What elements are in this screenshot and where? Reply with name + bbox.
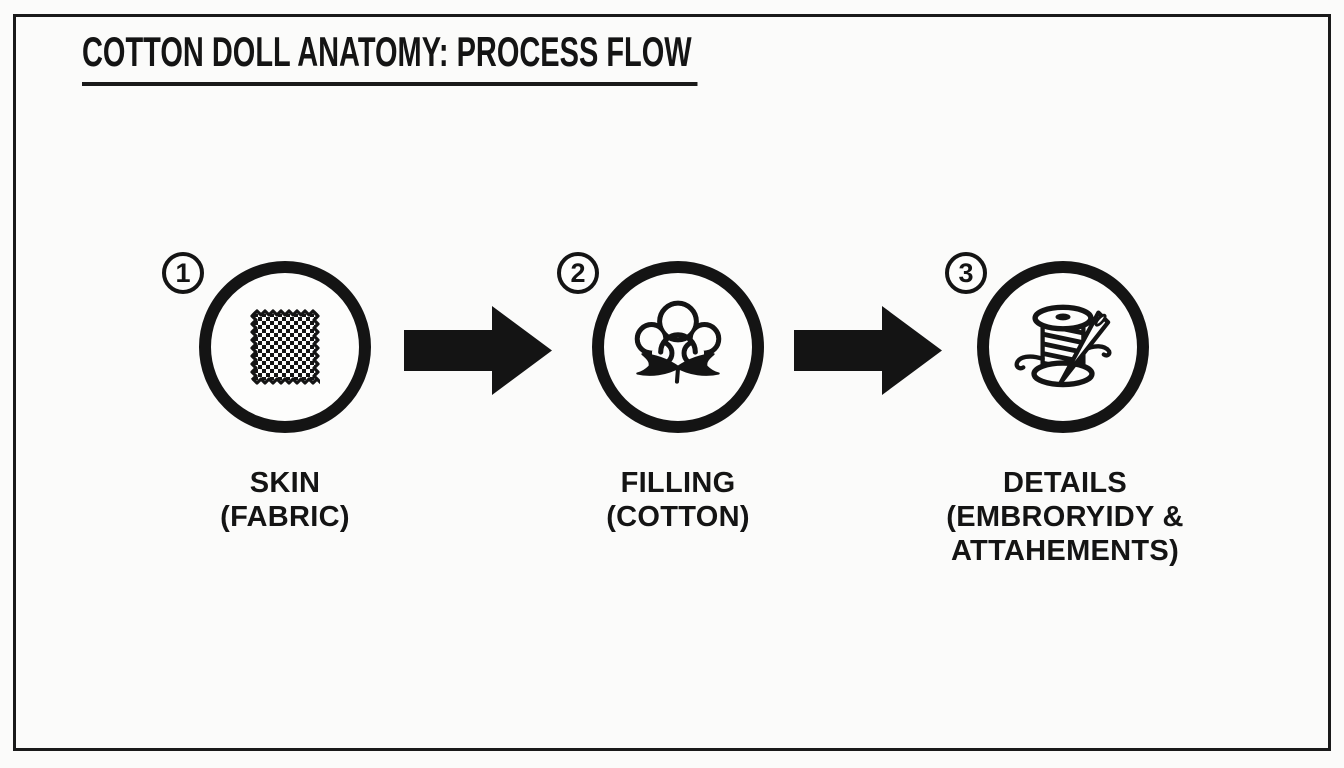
step-number-badge: 3 — [945, 252, 987, 294]
step-circle — [977, 261, 1149, 433]
step-label-line: FILLING — [620, 467, 736, 499]
step-label: FILLING (COTTON) — [508, 466, 848, 534]
page-border-frame — [13, 14, 1331, 751]
thread-spool-needle-icon — [1014, 304, 1112, 388]
fabric-swatch-icon — [250, 309, 320, 385]
step-circle — [199, 261, 371, 433]
arrow-right-icon — [794, 306, 942, 395]
step-number: 1 — [175, 257, 191, 288]
step-label-line: (EMBRORYIDY & — [946, 501, 1184, 533]
step-label: SKIN (FABRIC) — [115, 466, 455, 534]
step-label-line: (COTTON) — [606, 501, 750, 533]
step-circle — [592, 261, 764, 433]
cotton-boll-icon — [634, 300, 722, 384]
step-label-line: ATTAHEMENTS) — [950, 535, 1180, 567]
step-label-line: SKIN — [249, 467, 321, 499]
step-number: 2 — [570, 257, 586, 288]
step-label: DETAILS (EMBRORYIDY & ATTAHEMENTS) — [895, 466, 1235, 568]
arrow-right-icon — [404, 306, 552, 395]
diagram-title: COTTON DOLL ANATOMY: PROCESS FLOW — [82, 28, 698, 86]
step-label-line: (FABRIC) — [220, 501, 350, 533]
step-number-badge: 1 — [162, 252, 204, 294]
step-number-badge: 2 — [557, 252, 599, 294]
step-number: 3 — [958, 257, 974, 288]
step-label-line: DETAILS — [1002, 467, 1127, 499]
